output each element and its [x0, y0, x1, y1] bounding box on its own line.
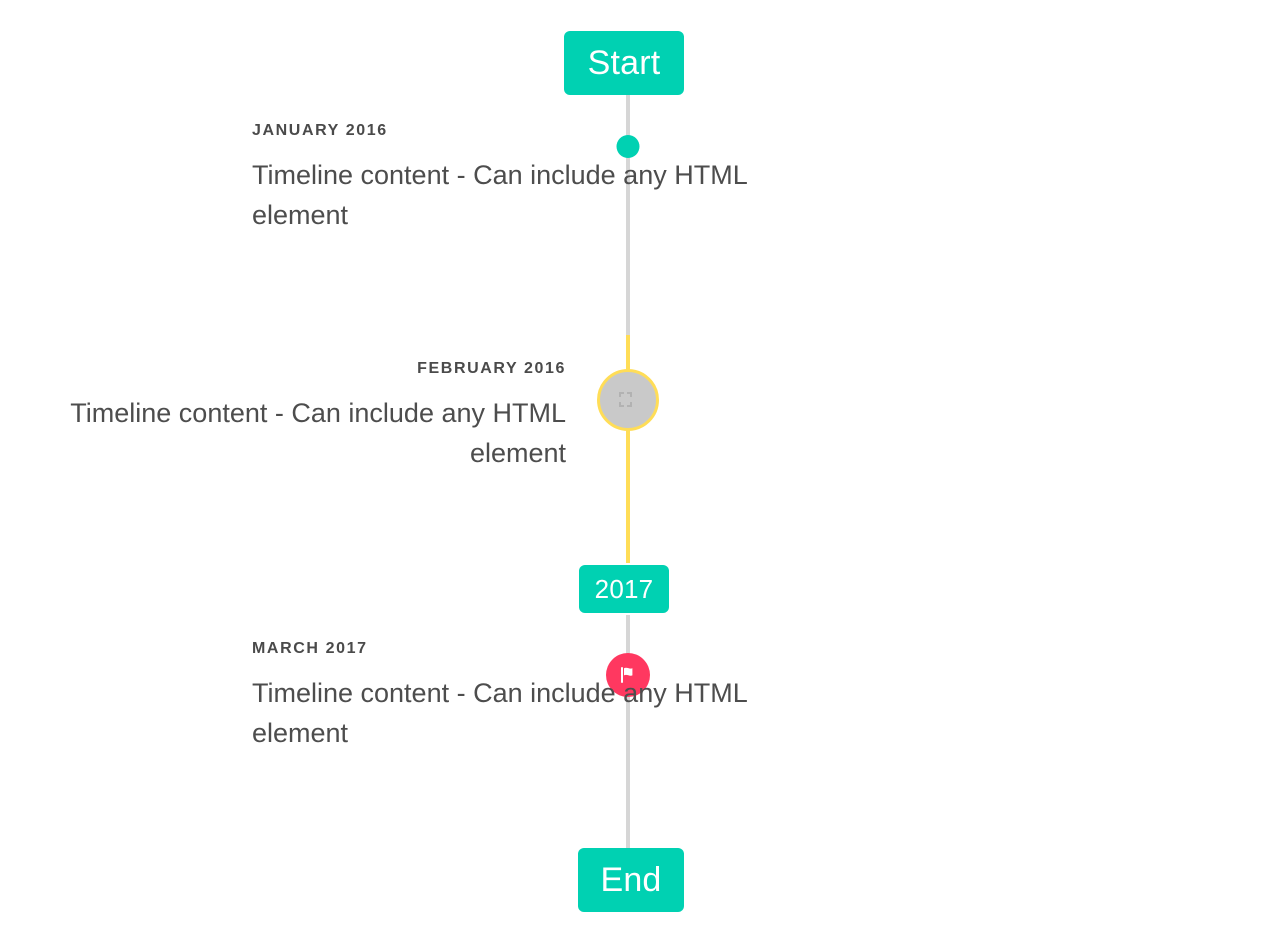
broken-image-icon — [619, 392, 632, 407]
timeline-body-january: Timeline content - Can include any HTML … — [252, 159, 747, 230]
timeline-content-right-january: JANUARY 2016 Timeline content - Can incl… — [252, 122, 818, 236]
timeline-heading-february: FEBRUARY 2016 — [417, 360, 566, 377]
timeline-content-left-february: FEBRUARY 2016 Timeline content - Can inc… — [0, 360, 566, 474]
timeline-content-right-march: MARCH 2017 Timeline content - Can includ… — [252, 640, 818, 754]
timeline-spacer-left — [0, 122, 126, 236]
timeline-rail-segment-highlighted — [626, 335, 630, 563]
timeline-body-february: Timeline content - Can include any HTML … — [70, 397, 566, 468]
timeline-marker-icon-march[interactable] — [606, 653, 650, 697]
timeline-header-2017[interactable]: 2017 — [579, 565, 669, 613]
timeline-heading-january: JANUARY 2016 — [252, 122, 388, 139]
timeline-rail-segment-top — [626, 95, 630, 335]
timeline-item-march: MARCH 2017 Timeline content - Can includ… — [0, 640, 1268, 754]
timeline-marker-image-february[interactable] — [597, 369, 659, 431]
timeline-header-start[interactable]: Start — [564, 31, 684, 95]
flag-icon — [621, 667, 633, 683]
timeline-footer-end[interactable]: End — [578, 848, 684, 912]
timeline-marker-dot-january[interactable] — [616, 135, 640, 158]
timeline-body-march: Timeline content - Can include any HTML … — [252, 677, 747, 748]
timeline-heading-march: MARCH 2017 — [252, 640, 368, 657]
timeline-item-february: FEBRUARY 2016 Timeline content - Can inc… — [0, 360, 1268, 474]
timeline-rail-segment-bottom — [626, 615, 630, 850]
timeline-item-january: JANUARY 2016 Timeline content - Can incl… — [0, 122, 1268, 236]
timeline-spacer-right — [566, 360, 692, 474]
timeline-spacer-left-march — [0, 640, 126, 754]
